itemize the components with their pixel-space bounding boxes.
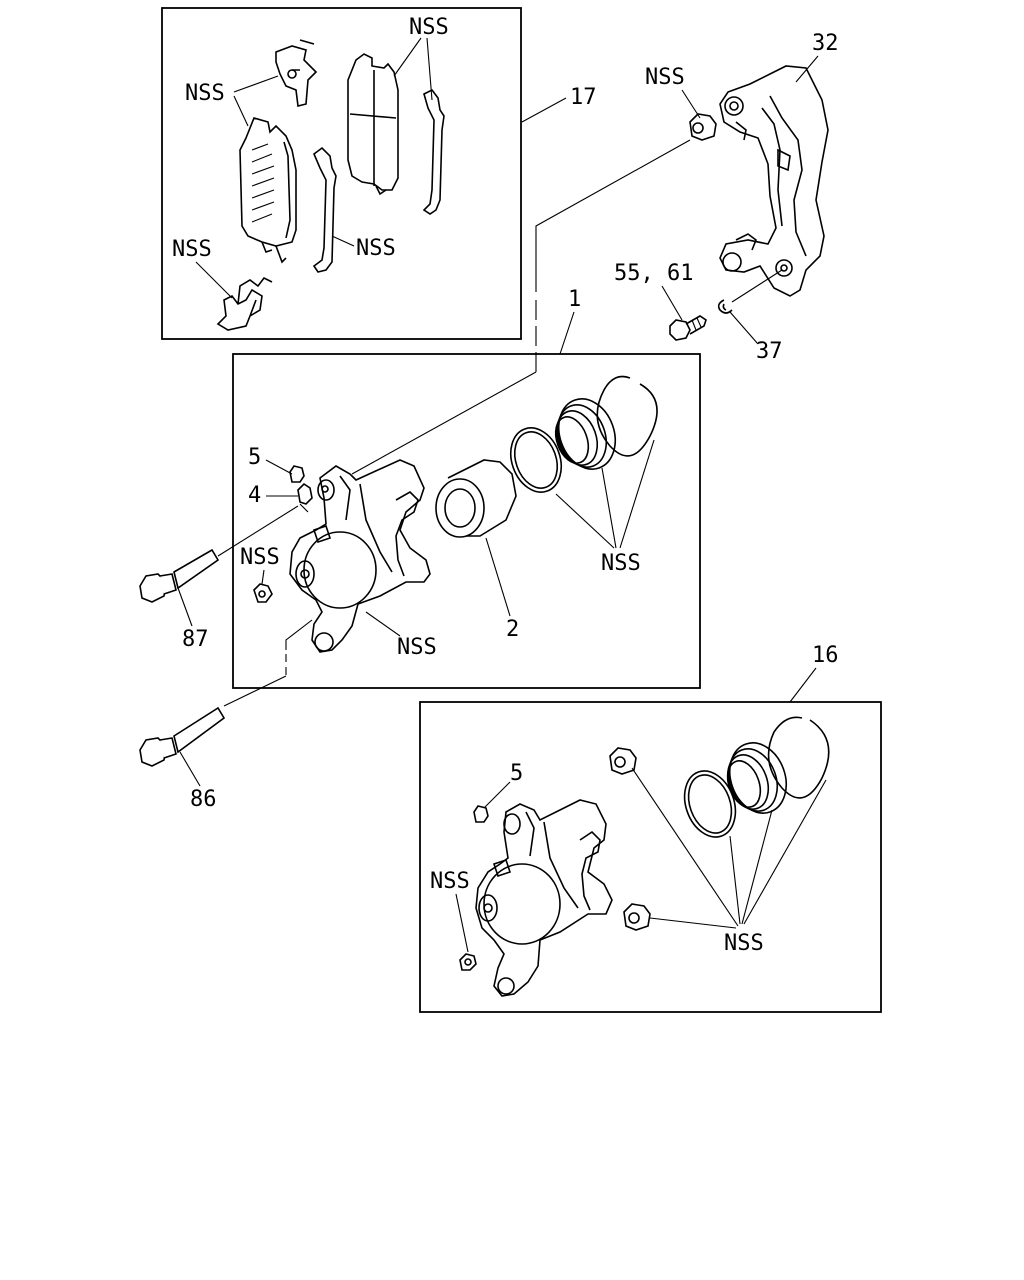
bleeder-screw-icon xyxy=(297,482,313,513)
label-nss-plug-seal-kit: NSS xyxy=(430,869,470,894)
label-nss-seals: NSS xyxy=(601,551,641,576)
caliper-bracket-icon xyxy=(719,65,829,297)
snap-ring-icon xyxy=(596,375,658,457)
pad-clip-lower-icon xyxy=(216,276,273,331)
label-32: 32 xyxy=(812,31,839,56)
mounting-bolt-icon xyxy=(669,315,707,341)
caliper-plug-icon xyxy=(253,583,273,603)
label-86: 86 xyxy=(190,787,217,812)
caliper-bracket-group xyxy=(719,65,829,297)
brake-pad-left-icon xyxy=(239,117,297,264)
seal-kit-dust-boot-icon xyxy=(726,742,788,814)
guide-bolt-upper-icon xyxy=(139,548,220,603)
label-17: 17 xyxy=(570,85,597,110)
label-nss-clip-lower: NSS xyxy=(172,237,212,262)
label-16: 16 xyxy=(812,643,839,668)
label-nss-pad-top: NSS xyxy=(409,15,449,40)
shim-right-icon xyxy=(422,88,445,215)
washer-icon xyxy=(717,299,733,314)
label-nss-bushing: NSS xyxy=(645,65,685,90)
label-87: 87 xyxy=(182,627,209,652)
seal-kit-plug-icon xyxy=(459,953,477,971)
label-37: 37 xyxy=(756,339,783,364)
seal-kit-snap-ring-icon xyxy=(767,716,830,799)
brake-pad-right-icon xyxy=(347,53,399,196)
caliper-assy-box xyxy=(232,353,701,689)
seal-kit-caliper-icon xyxy=(475,799,613,997)
label-nss-clip-upper: NSS xyxy=(185,81,225,106)
bracket-bushing-icon xyxy=(689,113,717,141)
seal-kit-box xyxy=(419,701,882,1013)
label-nss-seal-kit: NSS xyxy=(724,931,764,956)
label-nss-shim: NSS xyxy=(356,236,396,261)
seal-kit-bushing-upper-icon xyxy=(609,747,637,775)
label-1: 1 xyxy=(568,287,581,312)
bushing-leader-line xyxy=(535,139,691,292)
label-2: 2 xyxy=(506,617,519,642)
seal-kit-piston-seal-icon xyxy=(683,770,737,838)
seal-kit-bleeder-cap-icon xyxy=(473,805,489,823)
caliper-body-icon xyxy=(289,459,431,653)
shim-left-icon xyxy=(312,146,337,273)
pad-kit-box xyxy=(161,7,522,340)
label-5-lower: 5 xyxy=(510,761,523,786)
label-5-upper: 5 xyxy=(248,445,261,470)
label-55-61: 55, 61 xyxy=(614,261,693,286)
piston-seal-icon xyxy=(509,427,563,493)
label-nss-plug: NSS xyxy=(240,545,280,570)
pad-kit-group: NSS NSS NSS NSS xyxy=(161,7,522,340)
label-4: 4 xyxy=(248,483,261,508)
piston-icon xyxy=(435,459,517,538)
label-nss-caliper: NSS xyxy=(397,635,437,660)
guide-bolt-lower-icon xyxy=(139,706,226,767)
seal-kit-bushing-lower-icon xyxy=(623,903,651,931)
bleeder-cap-icon xyxy=(289,465,305,483)
dust-boot-icon xyxy=(554,398,617,470)
